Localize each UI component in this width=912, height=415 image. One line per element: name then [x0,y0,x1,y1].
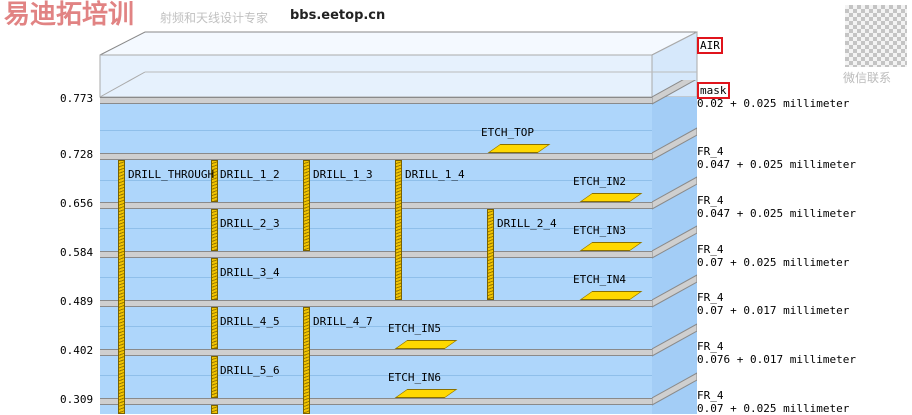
etch-label: ETCH_IN2 [573,175,626,188]
axis-label: 0.728 [60,148,94,161]
etch-label: ETCH_IN5 [388,322,441,335]
etch-label: ETCH_TOP [481,126,534,139]
layer-name: FR_4 [697,389,724,402]
layer-thickness: 0.07 + 0.017 millimeter [697,304,850,317]
layer-thickness: 0.047 + 0.025 millimeter [697,207,856,220]
brand-url: bbs.eetop.cn [290,8,386,23]
air-label: AIR [697,37,723,54]
grid-line [100,375,652,376]
axis-label: 0.773 [60,92,94,105]
drill-label: DRILL_1_2 [220,168,280,181]
drill-3-4[interactable] [211,258,218,300]
etch-label: ETCH_IN4 [573,273,626,286]
grid-line [100,326,652,327]
metal-layer [100,349,652,356]
grid-line [100,228,652,229]
qr-code [845,5,907,67]
drill-label: DRILL_4_7 [313,315,373,328]
drill-2-3[interactable] [211,209,218,251]
drill-4-7[interactable] [303,307,310,414]
metal-layer [100,398,652,405]
drill-label: DRILL_1_4 [405,168,465,181]
layer-thickness: 0.047 + 0.025 millimeter [697,158,856,171]
layer-name: FR_4 [697,340,724,353]
metal-layer [100,300,652,307]
grid-line [100,277,652,278]
drill-1-4[interactable] [395,160,402,300]
air-name: AIR [697,37,723,54]
layer-thickness: 0.07 + 0.025 millimeter [697,402,850,415]
layer-thickness: 0.07 + 0.025 millimeter [697,256,850,269]
drill-1-3[interactable] [303,160,310,251]
metal-layer [100,97,652,104]
drill-6-7[interactable] [211,405,218,414]
axis-label: 0.402 [60,344,94,357]
drill-1-2[interactable] [211,160,218,202]
qr-caption: 微信联系 [843,71,892,85]
drill-label: DRILL_2_3 [220,217,280,230]
grid-line [100,180,652,181]
layer-name: mask [697,82,730,99]
drill-5-6[interactable] [211,356,218,398]
brand-sub: 射频和天线设计专家 [160,11,269,25]
layer-name: FR_4 [697,243,724,256]
drill-label: DRILL_2_4 [497,217,557,230]
metal-layer [100,251,652,258]
drill-through[interactable] [118,160,125,414]
grid-line [100,130,652,131]
layer-thickness: 0.02 + 0.025 millimeter [697,97,850,110]
drill-2-4[interactable] [487,209,494,300]
layer-name: FR_4 [697,291,724,304]
axis-label: 0.656 [60,197,94,210]
metal-layer [100,153,652,160]
drill-4-5[interactable] [211,307,218,349]
etch-label: ETCH_IN6 [388,371,441,384]
drill-label: DRILL_3_4 [220,266,280,279]
layer-name: FR_4 [697,194,724,207]
axis-label: 0.489 [60,295,94,308]
axis-label: 0.309 [60,393,94,406]
drill-label: DRILL_THROUGH [128,168,215,181]
axis-label: 0.584 [60,246,94,259]
drill-label: DRILL_5_6 [220,364,280,377]
drill-label: DRILL_4_5 [220,315,280,328]
layer-name: FR_4 [697,145,724,158]
brand-watermark: 易迪拓培训 [4,0,135,30]
side-metal-edges [652,80,697,406]
layer-thickness: 0.076 + 0.017 millimeter [697,353,856,366]
etch-label: ETCH_IN3 [573,224,626,237]
metal-layer [100,202,652,209]
drill-label: DRILL_1_3 [313,168,373,181]
